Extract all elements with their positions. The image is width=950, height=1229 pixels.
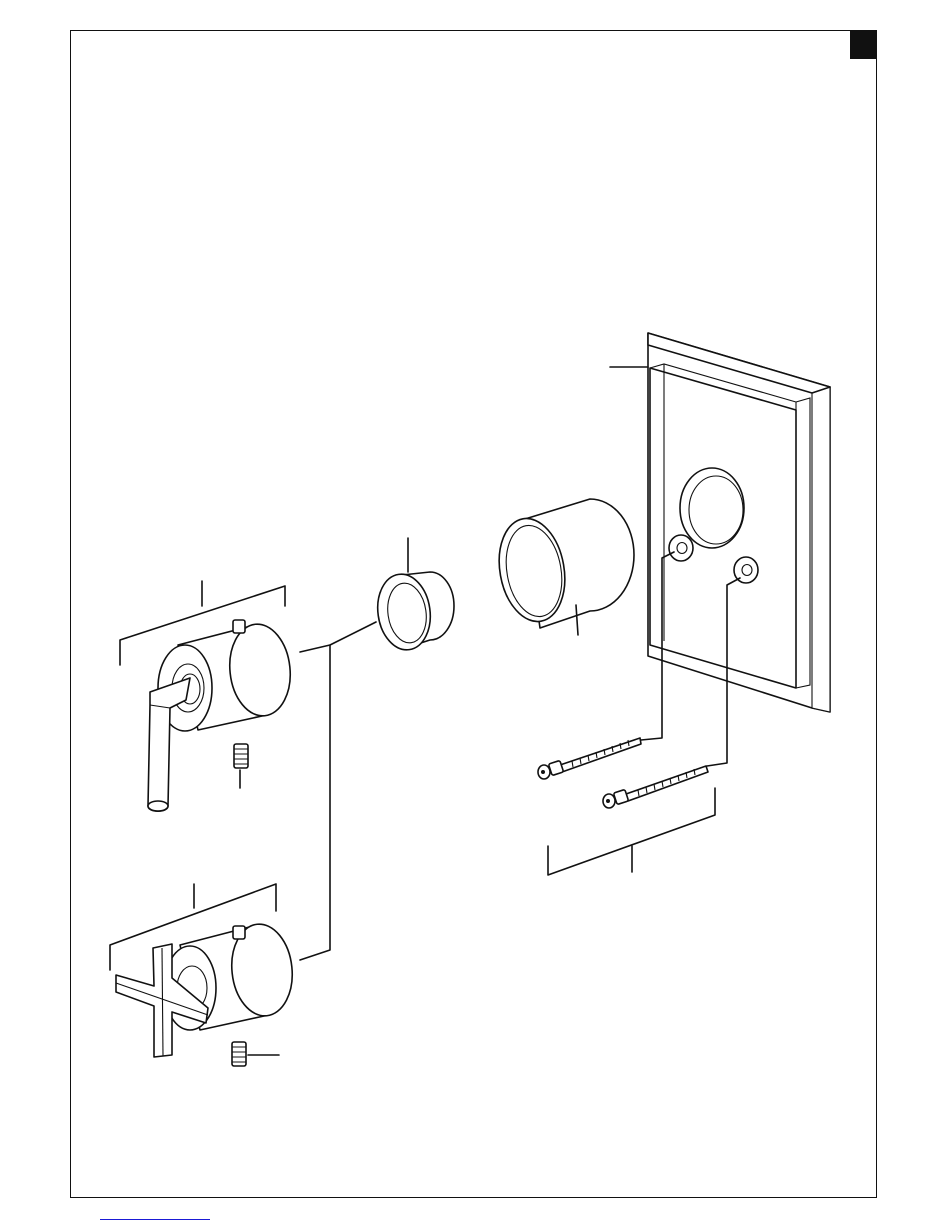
link-underline[interactable] bbox=[100, 1219, 210, 1220]
sleeve bbox=[491, 499, 634, 635]
handle-leader-line bbox=[300, 622, 376, 652]
escutcheon-ring bbox=[373, 538, 454, 653]
handle-leader-line-vertical bbox=[300, 645, 330, 960]
cross-handle-assembly bbox=[110, 884, 297, 1066]
trim-plate bbox=[610, 333, 830, 712]
lever-handle-assembly bbox=[120, 581, 295, 811]
